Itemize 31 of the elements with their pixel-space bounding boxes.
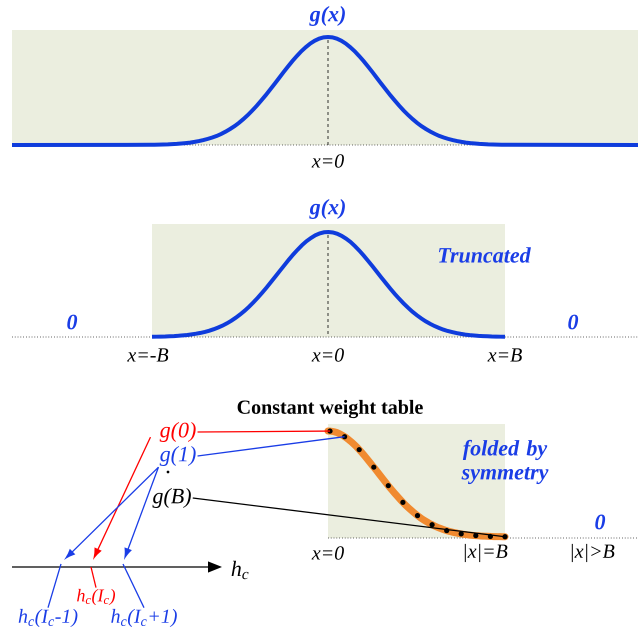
axis-label: h$_{c}$ <box>232 560 248 580</box>
leader-line <box>198 430 330 433</box>
formula-label: h$_{c}$(I$_{c}$-1) <box>18 608 78 628</box>
formula-label: g(B) <box>152 488 191 508</box>
axis-label: x=0 <box>312 546 344 560</box>
axis-label: x=0 <box>312 348 344 362</box>
axis-label: x=0 <box>312 154 344 168</box>
connector-line <box>122 564 145 608</box>
function-label: g(x) <box>309 199 345 219</box>
connector-line <box>47 564 62 608</box>
formula-label: g(1) <box>160 446 196 466</box>
arrow <box>94 436 152 558</box>
formula-label: h$_{c}$(I$_{c}$+1) <box>111 608 177 628</box>
axis-label: |x|>B <box>572 544 614 562</box>
axis-label: x=-B <box>127 348 168 362</box>
connector-line <box>90 566 97 588</box>
annotation: folded by symmetry <box>462 440 548 484</box>
axis-label: x=B <box>487 348 522 362</box>
arrow <box>124 466 160 558</box>
heading: Constant weight table <box>238 400 423 418</box>
axis-label: |x|=B <box>464 544 508 562</box>
arrow <box>66 466 159 559</box>
leader-line <box>197 436 345 457</box>
value-label: 0 <box>595 514 606 530</box>
formula-label: g(0) <box>160 422 196 442</box>
formula-label: h$_{c}$(I$_{c}$) <box>77 588 116 606</box>
value-label: 0 <box>568 314 578 330</box>
leader-line <box>192 497 506 538</box>
function-label: g(x) <box>309 6 345 26</box>
value-label: 0 <box>67 314 78 330</box>
annotation: Truncated <box>438 247 531 263</box>
